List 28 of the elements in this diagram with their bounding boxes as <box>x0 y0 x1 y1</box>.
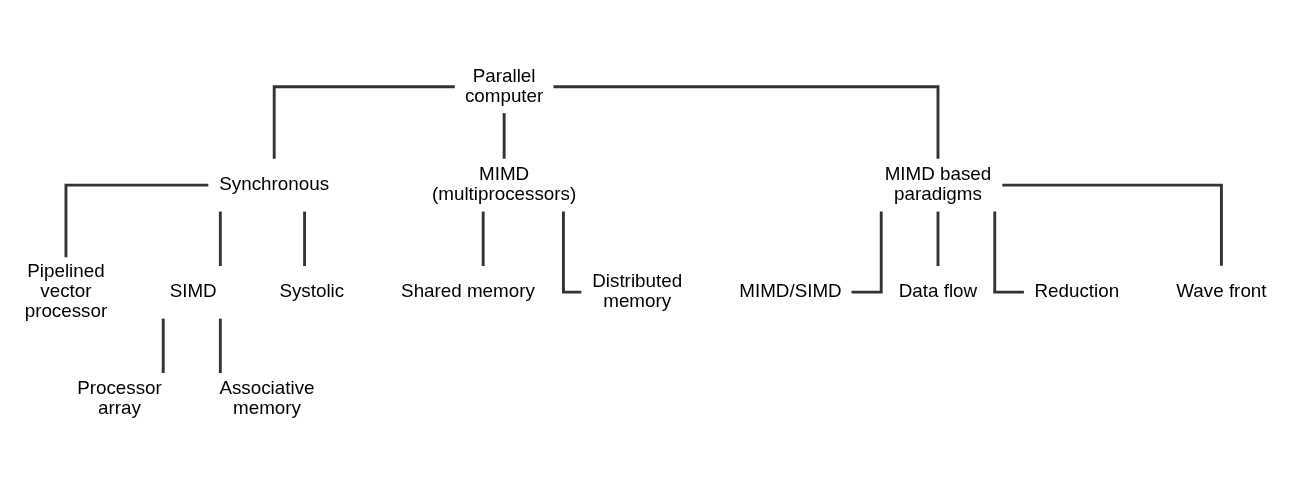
connector <box>502 112 506 159</box>
node-text: Systolic <box>279 279 345 301</box>
connector <box>936 211 940 266</box>
connector <box>64 183 209 257</box>
node-text: SIMD <box>169 279 217 301</box>
node-text: MIMD/SIMD <box>739 279 842 301</box>
node-text: MIMD based paradigms <box>884 162 992 204</box>
connector <box>1002 183 1223 266</box>
node-text: Distributed memory <box>592 269 683 311</box>
node-text: Pipelined vector processor <box>24 259 108 321</box>
connector <box>851 211 883 294</box>
node-text: Parallel computer <box>464 64 544 106</box>
connector <box>303 211 306 266</box>
connector <box>481 211 485 266</box>
node-text: Wave front <box>1176 279 1267 301</box>
connector <box>993 211 1024 294</box>
node-text: Data flow <box>898 279 978 301</box>
node-text: MIMD (multiprocessors) <box>432 162 577 204</box>
node-text: Reduction <box>1034 279 1120 301</box>
node-text: Synchronous <box>219 172 330 194</box>
connector <box>161 318 165 373</box>
node-text: Shared memory <box>401 279 535 301</box>
node-text: Associative memory <box>219 376 315 418</box>
connector <box>218 318 222 373</box>
connector <box>272 84 455 159</box>
node-text: Processor array <box>77 376 162 418</box>
connector <box>218 211 222 266</box>
connector <box>553 84 940 159</box>
